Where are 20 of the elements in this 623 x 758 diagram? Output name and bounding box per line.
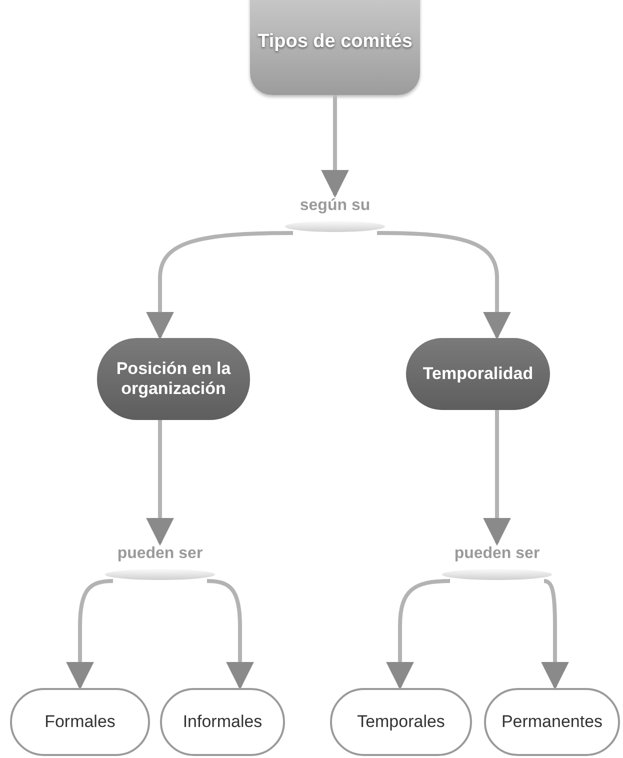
arrow: [146, 420, 174, 546]
arrow: [146, 231, 294, 340]
arrow: [386, 579, 450, 690]
node-label: Posición en la organización: [115, 358, 232, 400]
node-label: Temporales: [357, 712, 445, 732]
concept-box: [250, 0, 420, 95]
node-label: Informales: [182, 712, 262, 732]
arrow: [321, 95, 349, 198]
arrow: [376, 231, 511, 340]
arrow: [66, 579, 114, 690]
node-label: Formales: [44, 712, 116, 732]
arrow: [483, 410, 511, 546]
node-label: Tipos de comités: [258, 31, 412, 54]
node-label: según su: [300, 196, 370, 216]
node-label: pueden ser: [454, 544, 540, 564]
node-label: Temporalidad: [422, 364, 534, 384]
arrow: [541, 579, 569, 690]
node-label: pueden ser: [117, 544, 203, 564]
node-label: Permanentes: [501, 712, 603, 732]
arrow: [206, 579, 254, 690]
